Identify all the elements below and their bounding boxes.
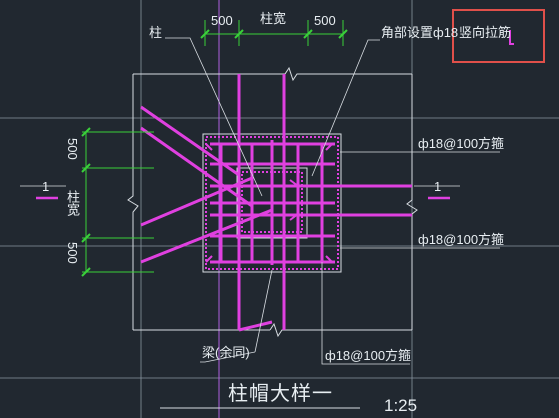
stirrup-label-3: ф18@100方箍: [325, 348, 412, 363]
corner-note-b: ф18: [433, 25, 459, 40]
dim-top-mid: 柱宽: [260, 11, 287, 26]
section-mark-right: 1: [434, 179, 442, 194]
tie-hooks: [205, 30, 514, 263]
column-label: 柱: [149, 25, 163, 40]
beam-note: 梁(余同): [202, 345, 250, 360]
highlight-box: [452, 9, 545, 63]
leader-lines: [20, 37, 500, 365]
drawing-title: 柱帽大样一: [228, 383, 333, 405]
dimension-ticks: [81, 29, 348, 277]
dim-left-mid: 柱宽: [65, 190, 80, 216]
dim-left-bottom: 500: [65, 242, 80, 264]
dimension-lines: [82, 20, 344, 273]
stirrup-label-1: ф18@100方箍: [418, 136, 505, 151]
drawing-scale: 1:25: [384, 396, 418, 415]
dim-left-top: 500: [65, 138, 80, 160]
dim-top-right: 500: [314, 13, 336, 28]
stirrup-label-2: ф18@100方箍: [418, 232, 505, 247]
rebar-lines: [140, 74, 412, 332]
section-mark-left: 1: [42, 179, 50, 194]
corner-note-c: 竖向拉筋: [459, 25, 512, 40]
dim-top-left: 500: [211, 13, 233, 28]
corner-note-a: 角部设置: [381, 25, 434, 40]
